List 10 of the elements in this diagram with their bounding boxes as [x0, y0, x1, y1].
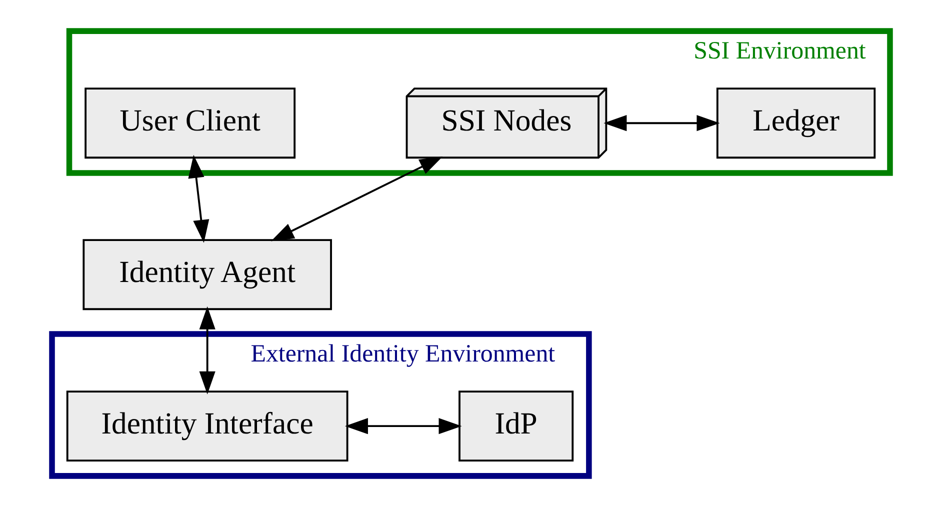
- arrow: [199, 306, 216, 394]
- node-box: Identity Agent: [82, 239, 332, 310]
- node-box: User Client: [84, 88, 296, 159]
- arrow: [270, 156, 443, 242]
- node-box: Identity Interface: [66, 390, 348, 462]
- arrow: [604, 115, 720, 132]
- node-box: IdP: [458, 390, 574, 462]
- arrow: [188, 154, 210, 243]
- node-box: Ledger: [716, 88, 876, 159]
- arrow: [344, 418, 462, 434]
